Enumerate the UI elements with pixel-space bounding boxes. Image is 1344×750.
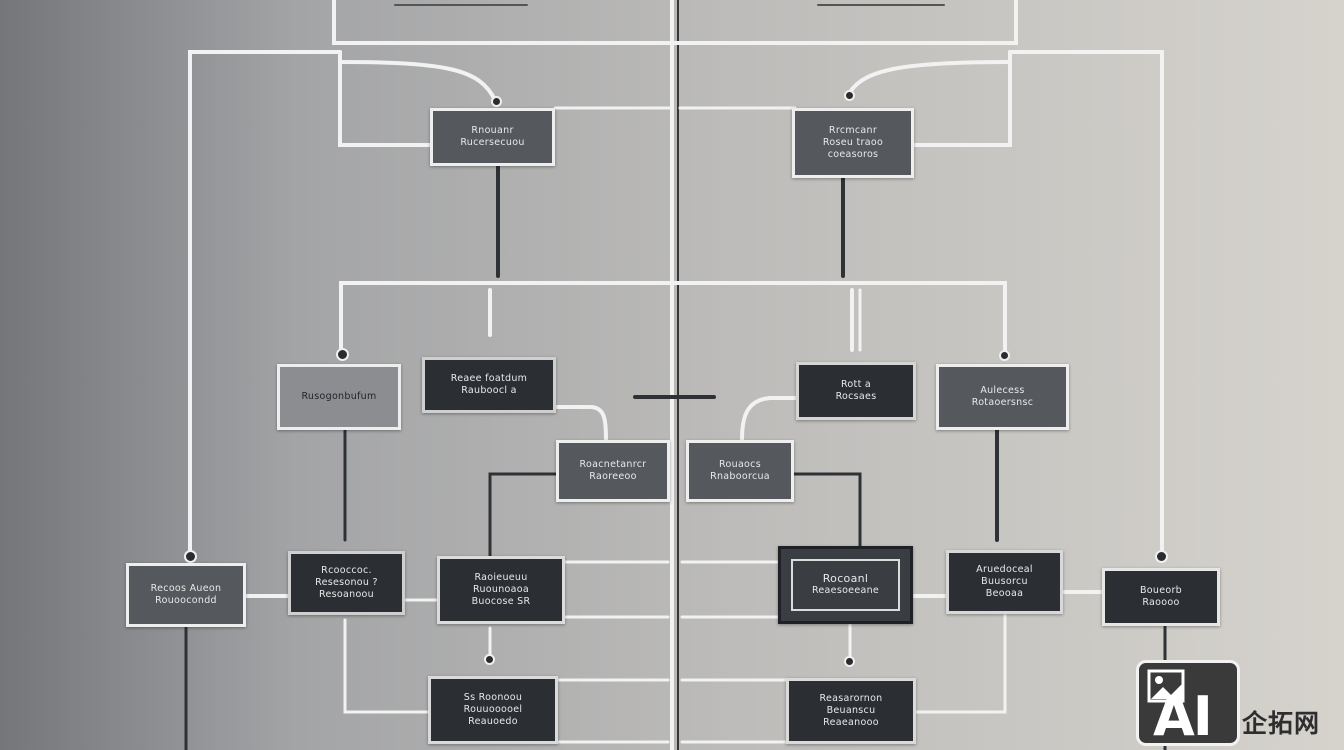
node-l2-midleft: Reaee foatdum Rauboocl a xyxy=(422,357,556,413)
node-l3-b: Rcooccoc. Resesonou ? Resoanoou xyxy=(288,551,405,615)
node-center-right: Rouaocs Rnaboorcua xyxy=(686,440,794,502)
node-top-left: Rnouanr Rucersecuou xyxy=(430,108,555,166)
node-bottom-right: Reasarornon Beuanscu Reaeanooo xyxy=(786,678,916,744)
node-bottom-left: Ss Roonoou Rouuooooel Reauoedo xyxy=(428,676,558,744)
connector-dot xyxy=(336,348,349,361)
node-top-right: Rrcmcanr Roseu traoo coeasoros xyxy=(792,108,914,178)
connector-dot xyxy=(184,550,197,563)
node-l3-a: Recoos Aueon Rouoocondd xyxy=(126,563,246,627)
watermark-logo: AI 企拓网 xyxy=(1136,660,1344,750)
node-l3-e: Aruedoceal Buusorcu Beooaa xyxy=(946,550,1063,614)
connector-dot xyxy=(844,656,855,667)
node-l3-f: Boueorb Raoooo xyxy=(1102,568,1220,626)
node-l2-midright: Rott a Rocsaes xyxy=(796,362,916,420)
image-icon: AI xyxy=(1136,660,1240,748)
watermark-brand-text: 企拓网 xyxy=(1242,709,1321,738)
connector-dot xyxy=(1155,550,1168,563)
node-l2-left: Rusogonbufum xyxy=(277,364,401,430)
node-l2-right: Aulecess Rotaoersnsc xyxy=(936,364,1069,430)
connector-dot xyxy=(491,96,502,107)
connector-dot xyxy=(844,90,855,101)
node-l3-c: Raoieueuu Ruounoaoa Buocose SR xyxy=(437,556,565,624)
connector-dot xyxy=(484,654,495,665)
connector-dot xyxy=(999,350,1010,361)
watermark-ai-text: AI xyxy=(1153,685,1213,748)
node-center-left: Roacnetanrcr Raoreeoo xyxy=(556,440,670,502)
node-l3-d: Rocoanl Reaesoeeane xyxy=(778,546,913,624)
